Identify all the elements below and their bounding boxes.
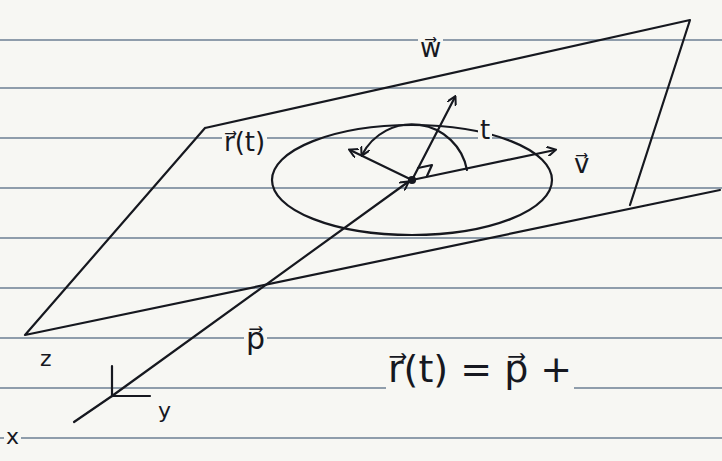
vector-v — [412, 150, 555, 180]
axis-label: x — [4, 424, 21, 449]
equation-text: r⃗(t) = p⃗ + — [386, 348, 574, 392]
vector-label: w⃗ — [418, 34, 443, 64]
vector-label: v⃗ — [572, 150, 591, 180]
vector-p — [112, 182, 408, 396]
axis-label: y — [156, 398, 173, 423]
angle-arc — [362, 124, 467, 170]
vector-label: p⃗ — [244, 322, 267, 357]
axes — [74, 366, 150, 422]
circle-in-plane — [272, 125, 552, 235]
axis-label: z — [38, 346, 54, 371]
vector-r — [350, 150, 412, 180]
plane-outline — [25, 20, 720, 335]
center-dot — [409, 177, 415, 183]
vector-label: r⃗(t) — [222, 128, 267, 158]
angle-label: t — [478, 116, 492, 146]
right-angle-mark — [418, 165, 432, 176]
